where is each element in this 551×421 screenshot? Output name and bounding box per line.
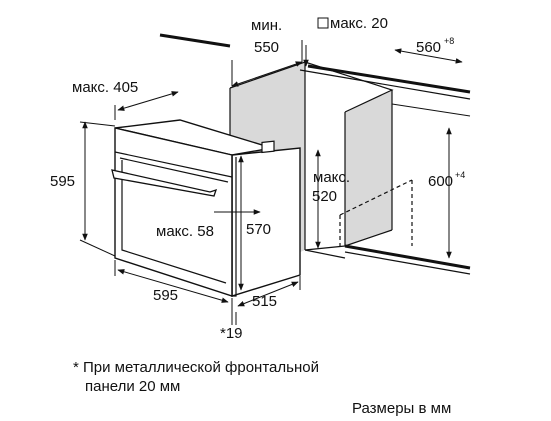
label-max-20: макс. 20 (330, 15, 388, 32)
square-symbol-icon (317, 17, 329, 29)
top-plank-right (307, 64, 471, 94)
label-595-width: 595 (153, 287, 178, 304)
label-max-405: макс. 405 (72, 79, 138, 96)
label-560: 560 (416, 39, 441, 56)
label-595-height: 595 (50, 173, 75, 190)
units-note: Размеры в мм (352, 400, 452, 417)
footnote-line-2: панели 20 мм (85, 378, 181, 395)
label-570: 570 (246, 221, 271, 238)
label-520: 520 (312, 188, 337, 205)
dim-560-line (394, 48, 463, 64)
dim-405-line (117, 91, 179, 111)
dim-min-550-line (231, 61, 303, 87)
label-515: 515 (252, 293, 277, 310)
dimension-lines (79, 40, 471, 325)
top-plank-front (159, 33, 231, 48)
dim-515-line (237, 281, 299, 307)
dim-595-width-line (117, 269, 229, 303)
footnote-line-1: * При металлической фронтальной (73, 359, 319, 376)
bottom-plank-right (344, 244, 471, 270)
oven-handle (111, 169, 218, 197)
label-600: 600 (428, 173, 453, 190)
label-600-tolerance: +4 (455, 170, 465, 180)
label-560-tolerance: +8 (444, 36, 454, 46)
label-19: *19 (220, 325, 243, 342)
control-panel-edge (114, 151, 233, 178)
mounting-bracket (261, 140, 275, 154)
label-550: 550 (254, 39, 279, 56)
label-max-58: макс. 58 (156, 223, 214, 240)
label-max-520-prefix: макс. (313, 169, 350, 186)
niche-back-wall (345, 90, 392, 246)
dimension-labels: мин. 550 макс. 20 560 +8 макс. 405 595 6… (50, 15, 465, 342)
oven (111, 119, 301, 297)
label-min: мин. (251, 17, 282, 34)
